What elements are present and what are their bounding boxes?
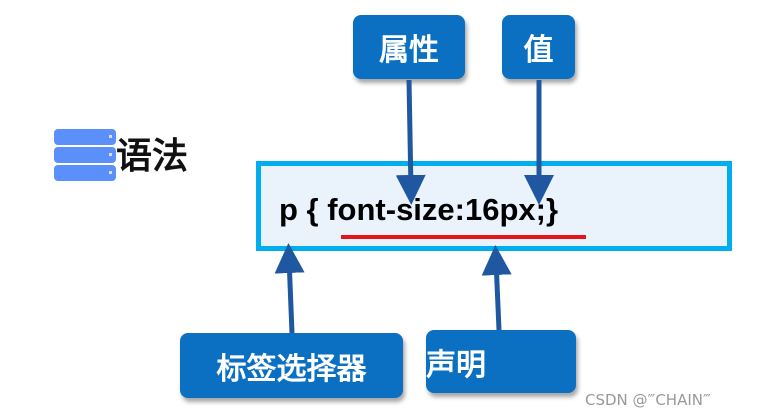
- declaration-underline: [341, 235, 586, 239]
- selector-label: 标签选择器: [180, 333, 403, 398]
- stack-icon: [54, 129, 116, 145]
- value-label: 值: [502, 15, 575, 79]
- stack-icon: [54, 147, 116, 163]
- code-text: p { font-size:16px;}: [279, 192, 559, 227]
- stack-icon: [54, 165, 116, 181]
- arrow-property: [395, 79, 426, 205]
- arrow-declaration: [481, 245, 512, 331]
- property-label: 属性: [353, 15, 465, 79]
- arrow-selector: [274, 243, 305, 334]
- section-title: 语法: [116, 136, 189, 177]
- watermark: CSDN @‴CHAIN‴: [585, 391, 711, 409]
- declaration-label: 声明: [426, 330, 576, 393]
